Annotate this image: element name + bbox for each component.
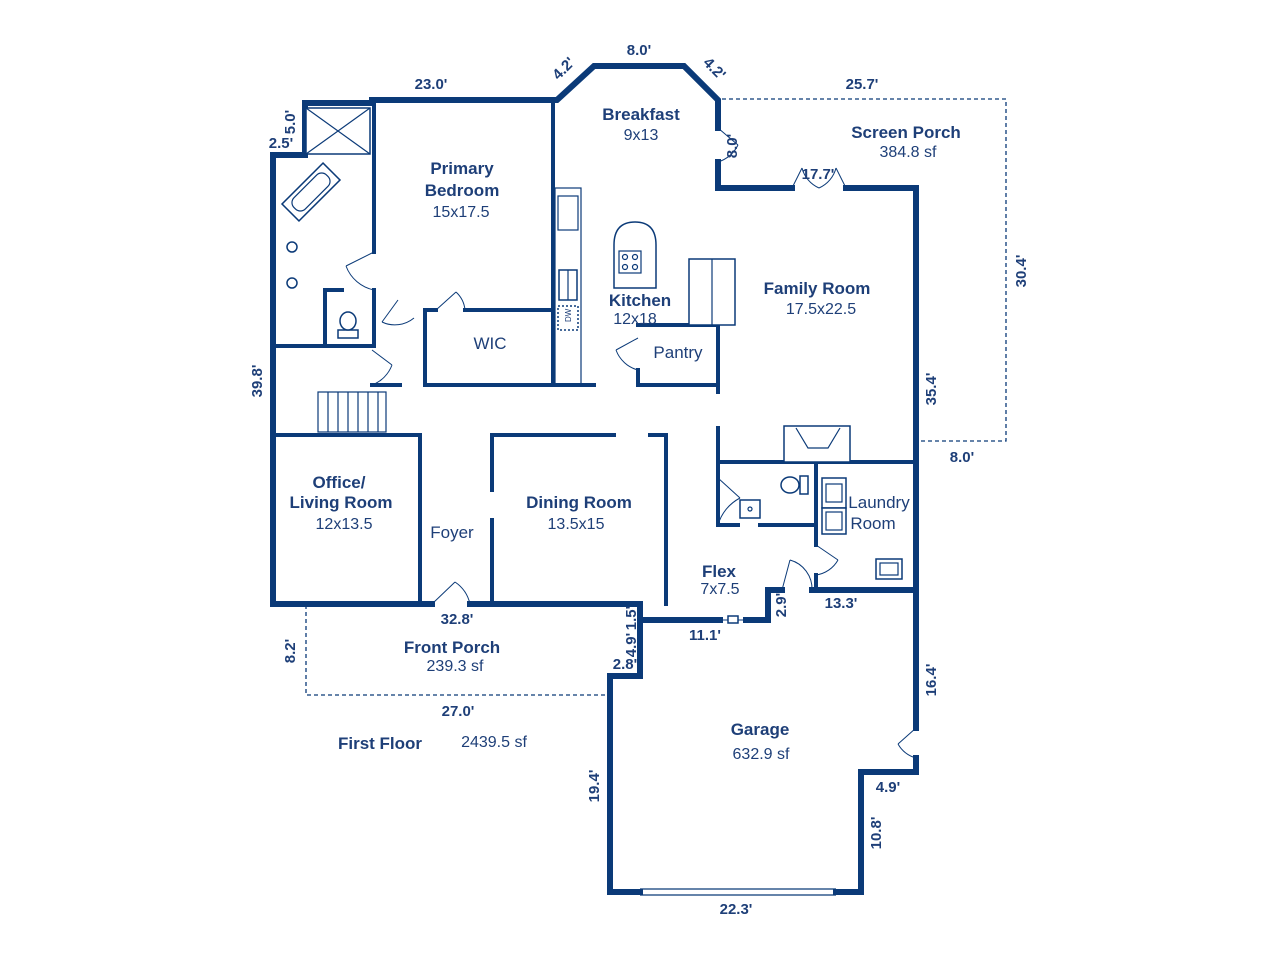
screen-porch-outline xyxy=(722,98,1007,442)
dim-label: 30.4' xyxy=(1013,255,1030,288)
dim-label: 8.2' xyxy=(282,639,299,663)
fireplace xyxy=(783,425,851,463)
washer-dryer xyxy=(821,477,847,535)
dim-label: 35.4' xyxy=(923,373,940,406)
dim-label: 2.8' xyxy=(613,656,637,673)
breakfast-size: 9x13 xyxy=(624,127,659,144)
laundry-sink xyxy=(875,558,903,580)
flex-name: Flex xyxy=(702,562,737,581)
dim-label: 10.8' xyxy=(868,817,885,850)
dim-label: 27.0' xyxy=(442,703,475,720)
toilet-primary xyxy=(337,311,359,339)
primary-bedroom-name-2: Bedroom xyxy=(425,181,500,200)
screen-porch-name: Screen Porch xyxy=(851,123,961,142)
dim-label: 23.0' xyxy=(415,76,448,93)
doors xyxy=(345,127,917,759)
dim-label: 8.0' xyxy=(950,449,974,466)
laundry-name-1: Laundry xyxy=(848,493,910,512)
dim-label: 13.3' xyxy=(825,595,858,612)
dining-room-size: 13.5x15 xyxy=(548,516,605,533)
pantry-name: Pantry xyxy=(653,343,703,362)
kitchen-size: 12x18 xyxy=(613,311,657,328)
dim-label: 1.5' xyxy=(623,606,640,630)
kitchen-counter xyxy=(554,187,582,385)
dim-label: 19.4' xyxy=(586,770,603,803)
front-porch-size: 239.3 sf xyxy=(427,658,484,675)
bathtub xyxy=(280,161,342,223)
stairs xyxy=(317,391,387,433)
primary-bedroom-name-1: Primary xyxy=(430,159,494,178)
dim-label: 4.2' xyxy=(549,54,578,83)
dim-label: 2.9' xyxy=(773,593,790,617)
garage-size: 632.9 sf xyxy=(733,746,790,763)
office-name-1: Office/ xyxy=(313,473,366,492)
dim-label: 4.2' xyxy=(700,54,729,83)
dim-label: 4.9' xyxy=(623,633,640,657)
office-name-2: Living Room xyxy=(290,493,393,512)
dim-label: 2.5' xyxy=(269,135,293,152)
exterior-walls xyxy=(270,63,919,895)
half-bath-toilet xyxy=(780,475,809,495)
dim-label: 16.4' xyxy=(923,664,940,697)
dim-label: 22.3' xyxy=(720,901,753,918)
dim-label: 8.0' xyxy=(627,42,651,59)
kitchen-island xyxy=(613,221,657,289)
family-room-name: Family Room xyxy=(764,279,871,298)
floor-area: 2439.5 sf xyxy=(461,734,527,751)
wic-name: WIC xyxy=(473,334,506,353)
dim-label: 17.7' xyxy=(802,166,835,183)
garage-name: Garage xyxy=(731,720,790,739)
garage-door xyxy=(640,888,836,896)
dim-label: 39.8' xyxy=(249,365,266,398)
dining-room-name: Dining Room xyxy=(526,493,632,512)
front-porch-outline xyxy=(305,605,610,696)
floor-label: First Floor xyxy=(338,734,422,753)
foyer-name: Foyer xyxy=(430,523,474,542)
dim-label: 32.8' xyxy=(441,611,474,628)
family-room-size: 17.5x22.5 xyxy=(786,301,856,318)
front-porch-name: Front Porch xyxy=(404,638,500,657)
dim-label: 11.1' xyxy=(689,627,721,644)
shower xyxy=(305,107,371,155)
dishwasher-label: DW xyxy=(564,308,573,322)
refrigerator xyxy=(688,258,736,326)
bath-sinks xyxy=(286,241,298,289)
breakfast-name: Breakfast xyxy=(602,105,680,124)
dim-label: 8.0' xyxy=(724,134,741,158)
dim-label: 5.0' xyxy=(282,110,299,134)
dim-label: 4.9' xyxy=(876,779,900,796)
office-size: 12x13.5 xyxy=(316,516,373,533)
laundry-name-2: Room xyxy=(850,514,895,533)
half-bath-sink xyxy=(739,499,761,519)
screen-porch-size: 384.8 sf xyxy=(880,144,937,161)
kitchen-name: Kitchen xyxy=(609,291,671,310)
flex-size: 7x7.5 xyxy=(700,581,739,598)
dim-label: 25.7' xyxy=(846,76,879,93)
primary-bedroom-size: 15x17.5 xyxy=(433,204,490,221)
